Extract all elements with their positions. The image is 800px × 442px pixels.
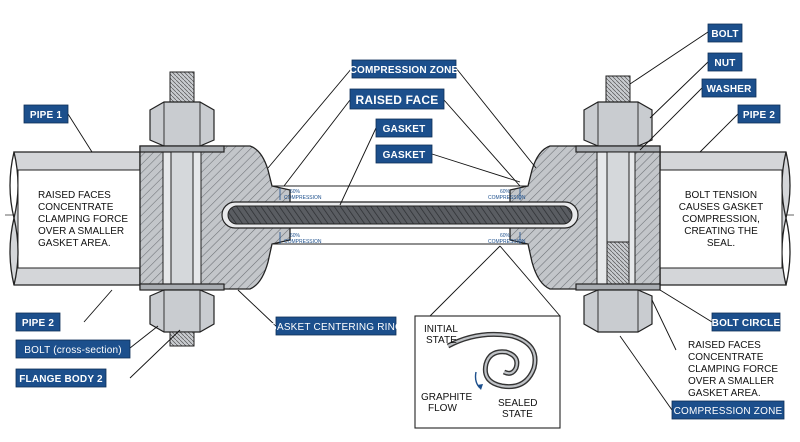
label-compression-zone-bottom-text: COMPRESSION ZONE bbox=[674, 406, 783, 417]
label-compression-zone-top: COMPRESSION ZONE bbox=[350, 59, 459, 79]
note-line: CLAMPING FORCE bbox=[38, 214, 128, 225]
note-line: OVER A SMALLER bbox=[688, 376, 774, 387]
compression-word: COMPRESSION bbox=[284, 239, 322, 245]
pipe-right bbox=[659, 151, 791, 286]
label-raised-face: RAISED FACE bbox=[349, 88, 445, 110]
note-right-bottom: RAISED FACES CONCENTRATE CLAMPING FORCE … bbox=[688, 340, 778, 399]
label-gasket-1: GASKET bbox=[375, 118, 433, 138]
inset-sealed-state: SEALED bbox=[498, 398, 537, 409]
label-bolt-circle-text: BOLT CIRCLE bbox=[712, 318, 781, 329]
compression-percent: 60% bbox=[500, 233, 511, 239]
inset-graphite-flow: FLOW bbox=[428, 403, 457, 414]
label-pipe-2-right: PIPE 2 bbox=[737, 104, 781, 124]
inset-detail: INITIAL STATE GRAPHITE FLOW SEALED STATE bbox=[414, 245, 561, 429]
inset-initial-state: STATE bbox=[426, 335, 457, 346]
note-line: RAISED FACES bbox=[688, 340, 761, 351]
label-compression-zone-bottom: COMPRESSION ZONE bbox=[671, 400, 785, 420]
label-bolt-text: BOLT bbox=[711, 29, 738, 40]
compression-word: COMPRESSION bbox=[488, 195, 526, 201]
label-nut: NUT bbox=[707, 52, 743, 72]
note-line: CREATING THE bbox=[684, 226, 758, 237]
note-line: CONCENTRATE bbox=[688, 352, 764, 363]
note-line: GASKET AREA. bbox=[38, 238, 111, 249]
label-pipe-1: PIPE 1 bbox=[23, 104, 69, 124]
inset-initial-state: INITIAL bbox=[424, 324, 458, 335]
label-bolt-circle: BOLT CIRCLE bbox=[711, 312, 781, 332]
gasket bbox=[221, 201, 579, 229]
label-washer: WASHER bbox=[701, 78, 757, 98]
label-gasket-2: GASKET bbox=[375, 144, 433, 164]
label-bolt-cross-section-text: BOLT (cross-section) bbox=[24, 345, 122, 356]
label-nut-text: NUT bbox=[714, 58, 735, 69]
label-bolt-cross-section: BOLT (cross-section) bbox=[15, 339, 131, 359]
note-right-inside: BOLT TENSION CAUSES GASKET COMPRESSION, … bbox=[679, 190, 763, 249]
note-line: BOLT TENSION bbox=[685, 190, 757, 201]
note-line: SEAL. bbox=[707, 238, 735, 249]
label-washer-text: WASHER bbox=[706, 84, 752, 95]
note-line: COMPRESSION, bbox=[682, 214, 760, 225]
compression-word: COMPRESSION bbox=[488, 239, 526, 245]
label-raised-face-text: RAISED FACE bbox=[356, 93, 439, 107]
note-line: CLAMPING FORCE bbox=[688, 364, 778, 375]
note-line: CAUSES GASKET bbox=[679, 202, 763, 213]
note-line: RAISED FACES bbox=[38, 190, 111, 201]
pipe-left bbox=[9, 151, 141, 286]
inset-graphite-flow: GRAPHITE bbox=[421, 392, 472, 403]
label-compression-zone-top-text: COMPRESSION ZONE bbox=[350, 65, 459, 76]
compression-word: COMPRESSION bbox=[284, 195, 322, 201]
compression-percent: 60% bbox=[290, 189, 301, 195]
leader-lines bbox=[67, 31, 739, 411]
note-left-inside: RAISED FACES CONCENTRATE CLAMPING FORCE … bbox=[38, 190, 128, 249]
label-pipe-1-text: PIPE 1 bbox=[30, 110, 63, 121]
note-line: CONCENTRATE bbox=[38, 202, 114, 213]
label-pipe-2-right-text: PIPE 2 bbox=[743, 110, 776, 121]
label-gasket-centering-ring: GASKET CENTERING RING bbox=[269, 316, 403, 336]
label-gasket-centering-ring-text: GASKET CENTERING RING bbox=[269, 322, 403, 333]
label-gasket-1-text: GASKET bbox=[383, 124, 426, 135]
note-line: OVER A SMALLER bbox=[38, 226, 124, 237]
label-pipe-2-left: PIPE 2 bbox=[15, 312, 61, 332]
label-gasket-2-text: GASKET bbox=[383, 150, 426, 161]
label-pipe-2-left-text: PIPE 2 bbox=[22, 318, 55, 329]
label-flange-body-2: FLANGE BODY 2 bbox=[15, 368, 107, 388]
label-bolt: BOLT bbox=[707, 23, 743, 43]
inset-sealed-state: STATE bbox=[502, 409, 533, 420]
bolt-right bbox=[575, 75, 661, 333]
bolt-left bbox=[139, 71, 225, 347]
compression-marks: 60% COMPRESSION 60% COMPRESSION 60% COMP… bbox=[279, 188, 526, 245]
note-line: GASKET AREA. bbox=[688, 388, 761, 399]
label-flange-body-2-text: FLANGE BODY 2 bbox=[19, 374, 103, 385]
compression-percent: 60% bbox=[290, 233, 301, 239]
compression-percent: 60% bbox=[500, 189, 511, 195]
